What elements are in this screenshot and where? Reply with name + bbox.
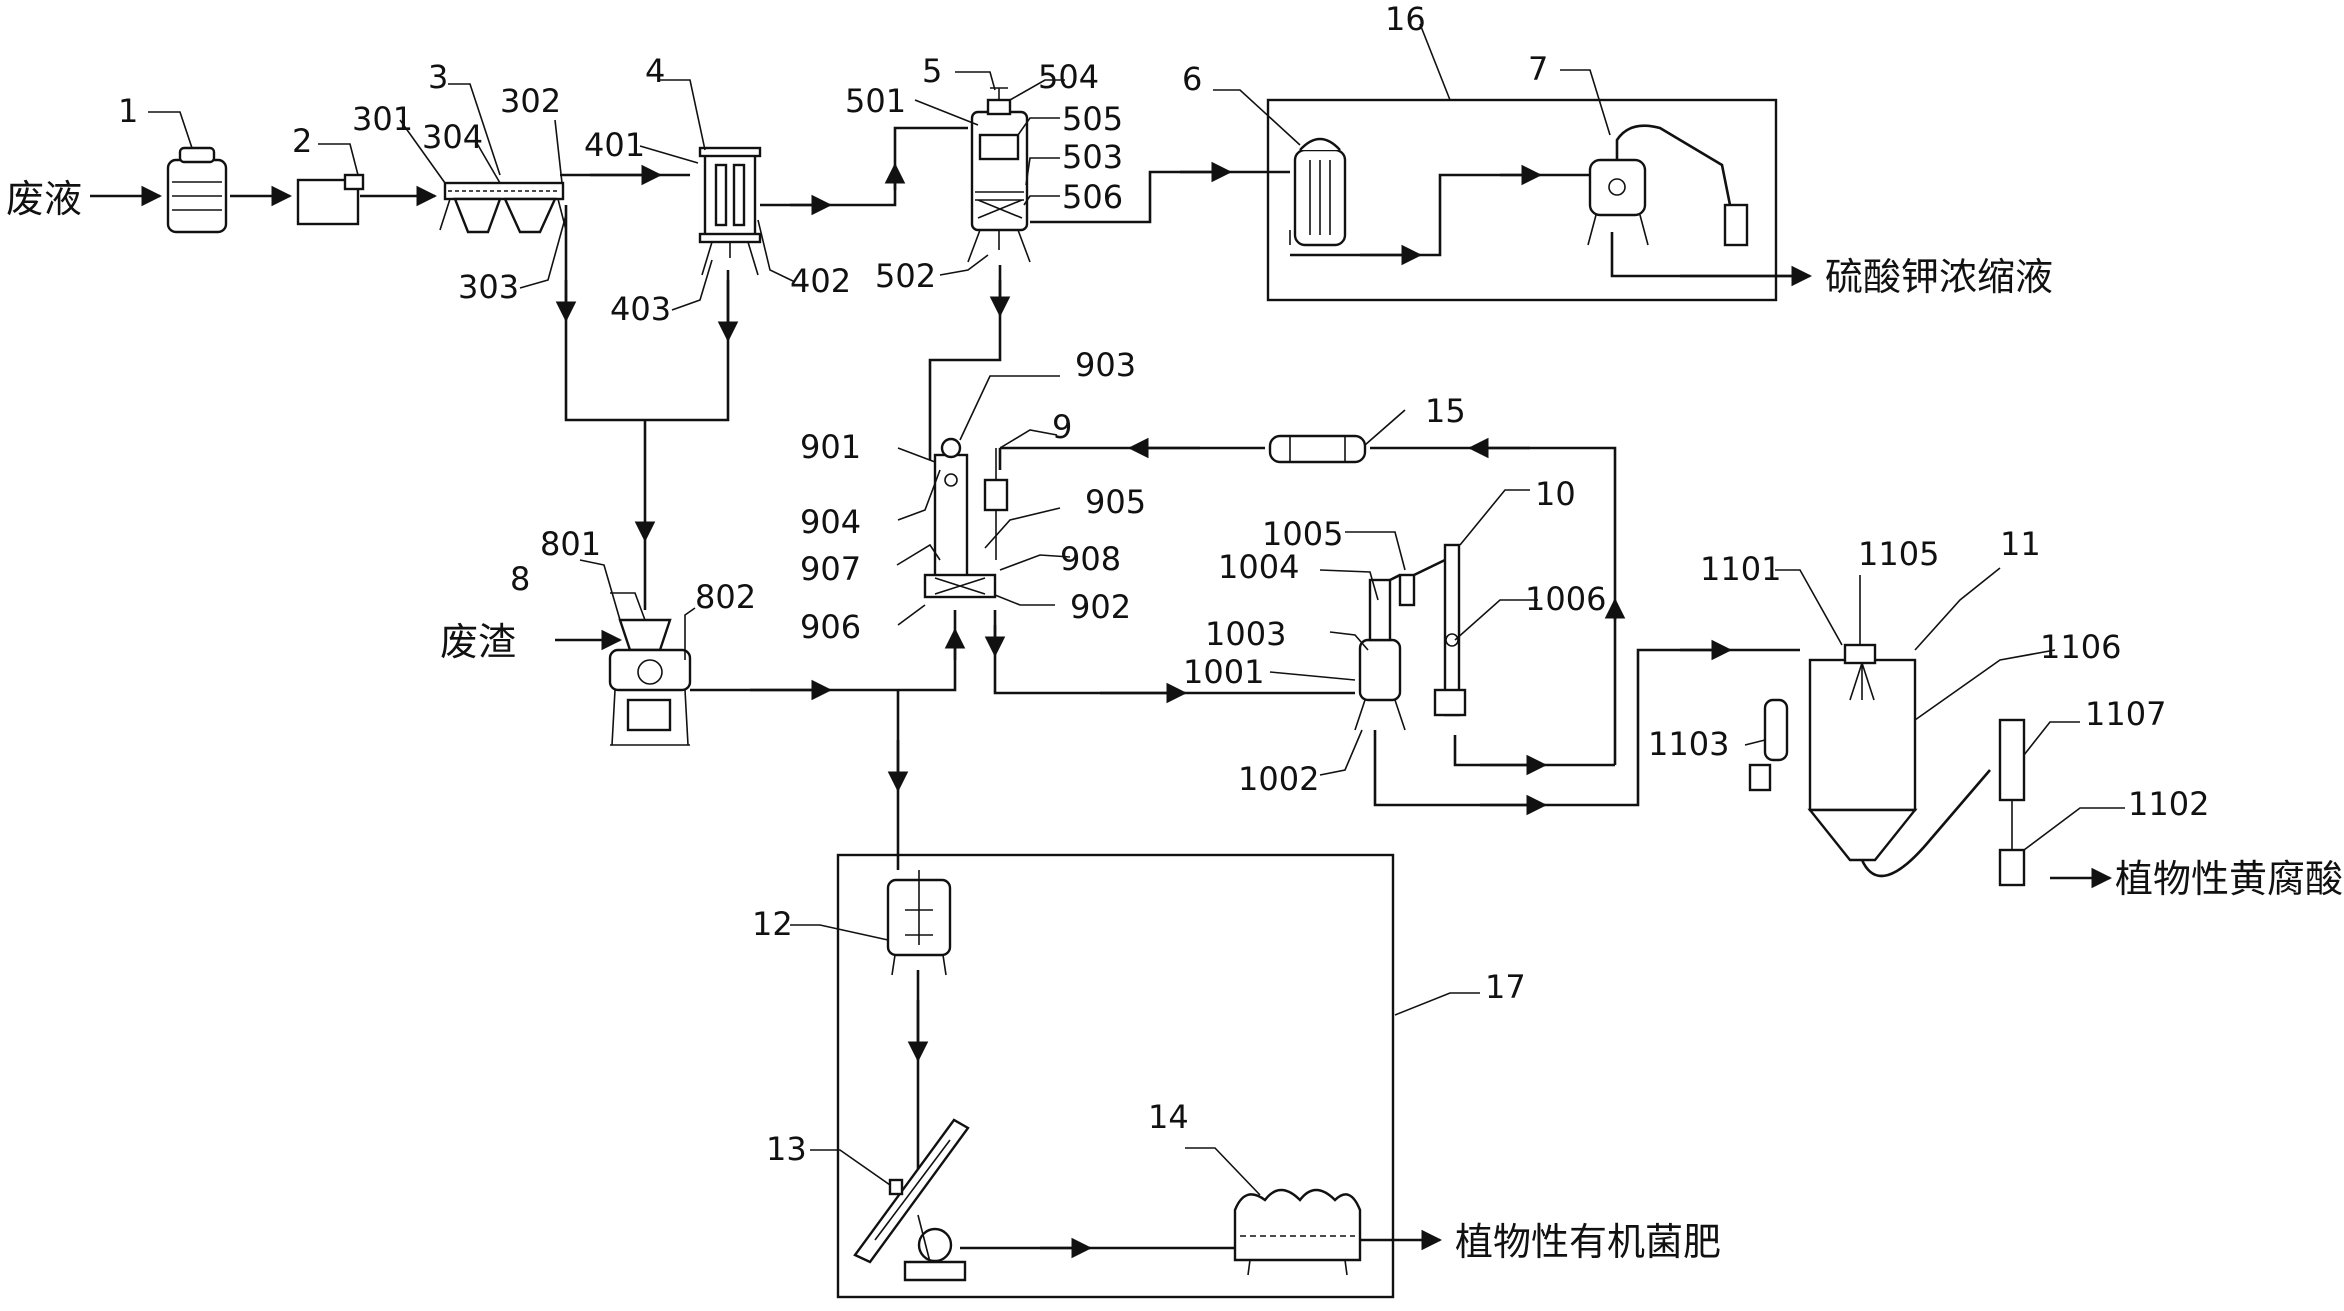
label-402: 402 <box>790 262 851 300</box>
label-502: 502 <box>875 257 936 295</box>
equipment-12 <box>886 870 952 976</box>
label-8: 8 <box>510 560 530 598</box>
label-1006: 1006 <box>1525 580 1606 618</box>
label-1003: 1003 <box>1205 615 1286 653</box>
label-501: 501 <box>845 82 906 120</box>
equipment-15 <box>1268 434 1367 464</box>
label-1101: 1101 <box>1700 550 1781 588</box>
label-901: 901 <box>800 428 861 466</box>
label-5: 5 <box>922 52 942 90</box>
equipment-9 <box>923 437 1009 599</box>
label-1103: 1103 <box>1648 725 1729 763</box>
equipment-8 <box>608 618 692 746</box>
equipment-4 <box>698 146 762 276</box>
label-4: 4 <box>645 52 665 90</box>
equipment-2 <box>296 173 365 226</box>
equipment-14 <box>1233 1188 1362 1276</box>
label-506: 506 <box>1062 178 1123 216</box>
label-908: 908 <box>1060 540 1121 578</box>
label-2: 2 <box>292 122 312 160</box>
equipment-7 <box>1587 124 1749 247</box>
label-17: 17 <box>1485 968 1526 1006</box>
label-504: 504 <box>1038 58 1099 96</box>
equipment-6 <box>1289 137 1347 247</box>
label-904: 904 <box>800 503 861 541</box>
label-1107: 1107 <box>2085 695 2166 733</box>
group-box-16 <box>1266 98 1778 302</box>
label-907: 907 <box>800 550 861 588</box>
equipment-3 <box>439 181 567 234</box>
input-waste-residue: 废渣 <box>440 620 516 664</box>
label-902: 902 <box>1070 588 1131 626</box>
output-fulvic-acid: 植物性黄腐酸 <box>2115 857 2343 901</box>
label-1001: 1001 <box>1183 653 1264 691</box>
label-401: 401 <box>584 126 645 164</box>
label-301: 301 <box>352 100 413 138</box>
label-906: 906 <box>800 608 861 646</box>
label-403: 403 <box>610 290 671 328</box>
flow-lines <box>90 126 2113 1259</box>
output-organic-fertilizer: 植物性有机菌肥 <box>1455 1220 1721 1264</box>
equipment-11 <box>1748 643 2026 887</box>
label-802: 802 <box>695 578 756 616</box>
label-304: 304 <box>422 118 483 156</box>
label-12: 12 <box>752 905 793 943</box>
label-14: 14 <box>1148 1098 1189 1136</box>
output-potassium-sulfate: 硫酸钾浓缩液 <box>1825 255 2053 299</box>
label-7: 7 <box>1528 50 1548 88</box>
label-1102: 1102 <box>2128 785 2209 823</box>
label-6: 6 <box>1182 60 1202 98</box>
label-15: 15 <box>1425 392 1466 430</box>
label-1: 1 <box>118 92 138 130</box>
equipment-5 <box>967 87 1031 263</box>
label-13: 13 <box>766 1130 807 1168</box>
label-302: 302 <box>500 82 561 120</box>
label-9: 9 <box>1052 408 1072 446</box>
label-1105: 1105 <box>1858 535 1939 573</box>
label-503: 503 <box>1062 138 1123 176</box>
label-801: 801 <box>540 525 601 563</box>
input-waste-liquid: 废液 <box>6 177 82 221</box>
label-1004: 1004 <box>1218 548 1299 586</box>
equipment-13 <box>853 1118 970 1282</box>
label-905: 905 <box>1085 483 1146 521</box>
label-3: 3 <box>428 58 448 96</box>
label-505: 505 <box>1062 100 1123 138</box>
label-1106: 1106 <box>2040 628 2121 666</box>
equipment-10 <box>1354 543 1467 731</box>
label-11: 11 <box>2000 525 2041 563</box>
label-903: 903 <box>1075 346 1136 384</box>
group-box-17 <box>836 853 1395 1299</box>
label-303: 303 <box>458 268 519 306</box>
label-10: 10 <box>1535 475 1576 513</box>
text-labels: 废液 废渣 硫酸钾浓缩液 植物性黄腐酸 植物性有机菌肥 1 2 3 301 30… <box>6 0 2343 1264</box>
label-1005: 1005 <box>1262 515 1343 553</box>
leader-lines <box>148 23 2125 1196</box>
label-1002: 1002 <box>1238 760 1319 798</box>
label-16: 16 <box>1385 0 1426 38</box>
equipment-1 <box>166 146 228 234</box>
